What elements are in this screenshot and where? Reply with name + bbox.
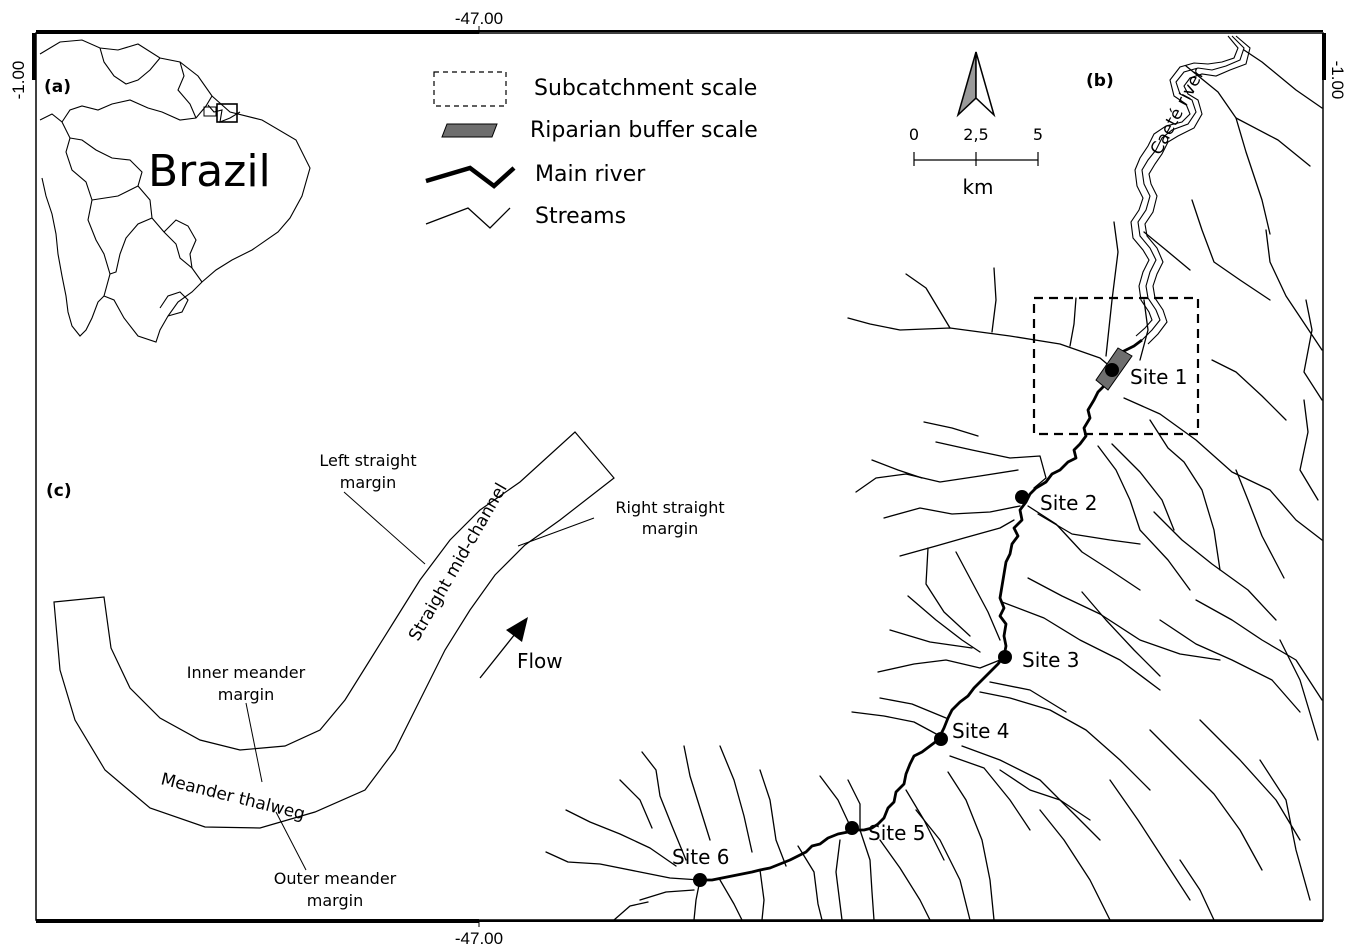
- legend-main-river-symbol: [425, 165, 516, 189]
- legend-riparian-symbol: [441, 123, 498, 138]
- thalweg-label: Meander thalweg: [159, 769, 307, 824]
- inner-meander-label-1: Inner meander: [187, 663, 306, 682]
- caete-river: [1130, 35, 1251, 345]
- left-margin-label-2: margin: [340, 473, 396, 492]
- coord-bottom: -47.00: [455, 929, 503, 948]
- legend-subcatchment-label: Subcatchment scale: [534, 76, 757, 101]
- left-margin-label-1: Left straight: [319, 451, 416, 470]
- scale-tick-0: 0: [909, 125, 919, 144]
- site-6-label: Site 6: [672, 845, 729, 869]
- inner-meander-label-2: margin: [218, 685, 274, 704]
- legend-riparian-label: Riparian buffer scale: [530, 118, 758, 143]
- panel-c-label: (c): [46, 481, 72, 501]
- flow-label: Flow: [517, 649, 563, 673]
- outer-meander-label-1: Outer meander: [274, 869, 397, 888]
- channel-shape: [53, 431, 615, 829]
- coord-right: -1.00: [1328, 61, 1347, 100]
- panel-a-label: (a): [44, 77, 71, 97]
- flow-arrow-icon: [506, 617, 528, 642]
- site-1-label: Site 1: [1130, 365, 1187, 389]
- scale-unit: km: [962, 175, 993, 199]
- site-5-label: Site 5: [868, 821, 925, 845]
- map-frame: [32, 26, 1326, 927]
- legend-streams-symbol: [425, 207, 511, 229]
- stream-network: [545, 49, 1323, 920]
- site-3-label: Site 3: [1022, 648, 1079, 672]
- country-label: Brazil: [148, 146, 271, 197]
- scale-tick-1: 2,5: [963, 125, 988, 144]
- site-4-marker: [934, 732, 948, 746]
- north-arrow-icon: [956, 51, 996, 118]
- coord-left: -1.00: [9, 61, 28, 100]
- site-5-marker: [845, 821, 859, 835]
- right-margin-label-2: margin: [642, 519, 698, 538]
- sampling-sites: Site 1 Site 2 Site 3 Site 4 Site 5 Site …: [672, 363, 1187, 887]
- outer-meander-label-2: margin: [307, 891, 363, 910]
- site-3-marker: [998, 650, 1012, 664]
- site-6-marker: [693, 873, 707, 887]
- channel-diagram: Left straight margin Right straight marg…: [53, 431, 725, 910]
- scale-bar: 0 2,5 5 km: [909, 125, 1043, 199]
- legend-subcatchment-symbol: [433, 71, 507, 107]
- right-margin-label-1: Right straight: [615, 498, 724, 517]
- map-legend: Subcatchment scale Riparian buffer scale…: [425, 71, 758, 229]
- legend-main-river-label: Main river: [535, 162, 646, 187]
- legend-streams-label: Streams: [535, 204, 626, 229]
- site-2-marker: [1015, 490, 1029, 504]
- south-america-inset: [39, 39, 311, 343]
- main-river: [700, 338, 1143, 882]
- site-2-label: Site 2: [1040, 491, 1097, 515]
- site-4-label: Site 4: [952, 719, 1009, 743]
- site-1-marker: [1105, 363, 1119, 377]
- subcatchment-box: [1032, 296, 1200, 436]
- panel-b-label: (b): [1086, 71, 1114, 91]
- scale-tick-2: 5: [1033, 125, 1043, 144]
- coord-top: -47.00: [455, 9, 503, 28]
- flow-arrow-shaft: [479, 633, 516, 679]
- mid-channel-label: Straight mid-channel: [405, 480, 512, 645]
